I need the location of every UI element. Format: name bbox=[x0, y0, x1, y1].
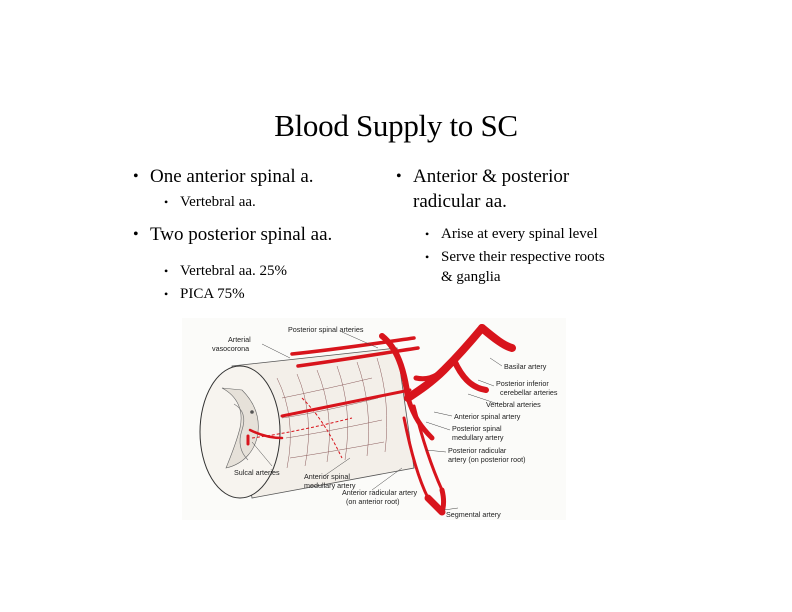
intramedullary-vessels bbox=[251, 397, 353, 459]
label-anterior-radicular-2: (on anterior root) bbox=[346, 497, 400, 506]
bullet-text: One anterior spinal a. bbox=[150, 166, 314, 187]
sub-bullet-vertebral-25: • Vertebral aa. 25% bbox=[164, 261, 383, 281]
bullet-text: Two posterior spinal aa. bbox=[150, 224, 333, 245]
posterior-spinal-artery-upper bbox=[290, 336, 416, 356]
spinal-cord-blood-supply-figure: Posterior spinal arteries Arterial vasoc… bbox=[182, 318, 566, 520]
sub-bullet-text: PICA 75% bbox=[180, 286, 245, 302]
label-anterior-spinal-medullary-2: medullary artery bbox=[304, 481, 356, 490]
label-pica-2: cerebellar arteries bbox=[500, 388, 558, 397]
label-anterior-radicular-1: Anterior radicular artery bbox=[342, 488, 418, 497]
label-posterior-radicular-2: artery (on posterior root) bbox=[448, 455, 526, 464]
bullet-radicular: • Anterior & posterior radicular aa. bbox=[396, 164, 676, 214]
bullet-text-line1: Anterior & posterior bbox=[413, 166, 570, 187]
label-posterior-radicular-1: Posterior radicular bbox=[448, 446, 507, 455]
bullet-dot: • bbox=[164, 287, 169, 301]
label-anterior-spinal-medullary-1: Anterior spinal bbox=[304, 472, 350, 481]
label-arterial: Arterial bbox=[228, 335, 251, 344]
label-basilar-artery: Basilar artery bbox=[504, 362, 547, 371]
arteries bbox=[246, 324, 516, 516]
anterior-spinal-artery bbox=[280, 388, 412, 418]
leader-lines bbox=[251, 331, 503, 511]
sub-bullet-text: Serve their respective roots bbox=[441, 249, 605, 265]
label-pica-1: Posterior inferior bbox=[496, 379, 549, 388]
sub-bullet-text-cont: & ganglia bbox=[441, 269, 501, 285]
left-bullet-column: • One anterior spinal a. • Vertebral aa.… bbox=[133, 164, 383, 304]
label-posterior-spinal-arteries: Posterior spinal arteries bbox=[288, 325, 364, 334]
slide-title: Blood Supply to SC bbox=[274, 108, 518, 143]
bullet-dot: • bbox=[396, 168, 402, 185]
bullet-dot: • bbox=[425, 250, 430, 264]
anterior-radicular-artery bbox=[402, 416, 430, 500]
bullet-dot: • bbox=[133, 226, 139, 243]
posterior-spinal-artery-lower bbox=[296, 346, 420, 368]
sub-bullet-every-level: • Arise at every spinal level bbox=[425, 224, 676, 244]
label-vasocorona: vasocorona bbox=[212, 344, 249, 353]
label-vertebral-arteries: Vertebral arteries bbox=[486, 400, 541, 409]
label-segmental-artery: Segmental artery bbox=[446, 510, 501, 519]
bullet-dot: • bbox=[164, 195, 169, 209]
sub-bullet-text: Vertebral aa. bbox=[180, 194, 256, 210]
sub-bullet-text: Vertebral aa. 25% bbox=[180, 263, 288, 279]
anatomy-illustration: Posterior spinal arteries Arterial vasoc… bbox=[182, 318, 566, 520]
label-posterior-spinal-medullary-2: medullary artery bbox=[452, 433, 504, 442]
bullet-anterior-spinal: • One anterior spinal a. bbox=[133, 164, 383, 189]
bullet-dot: • bbox=[164, 264, 169, 278]
label-sulcal-arteries: Sulcal arteries bbox=[234, 468, 280, 477]
right-bullet-column: • Anterior & posterior radicular aa. • A… bbox=[396, 164, 676, 287]
bullet-text-line2: radicular aa. bbox=[413, 191, 507, 212]
surface-vessels bbox=[276, 357, 388, 469]
label-posterior-spinal-medullary-1: Posterior spinal bbox=[452, 424, 502, 433]
bullet-posterior-spinal: • Two posterior spinal aa. bbox=[133, 222, 383, 247]
sub-bullet-vertebral: • Vertebral aa. bbox=[164, 192, 383, 212]
pica-artery bbox=[451, 357, 489, 393]
bullet-dot: • bbox=[425, 227, 430, 241]
sub-bullet-roots: • Serve their respective roots & ganglia bbox=[425, 247, 676, 287]
label-anterior-spinal-artery: Anterior spinal artery bbox=[454, 412, 521, 421]
sub-bullet-text: Arise at every spinal level bbox=[441, 226, 598, 242]
bullet-dot: • bbox=[133, 168, 139, 185]
posterior-radicular-artery bbox=[412, 404, 444, 492]
sub-bullet-pica: • PICA 75% bbox=[164, 284, 383, 304]
